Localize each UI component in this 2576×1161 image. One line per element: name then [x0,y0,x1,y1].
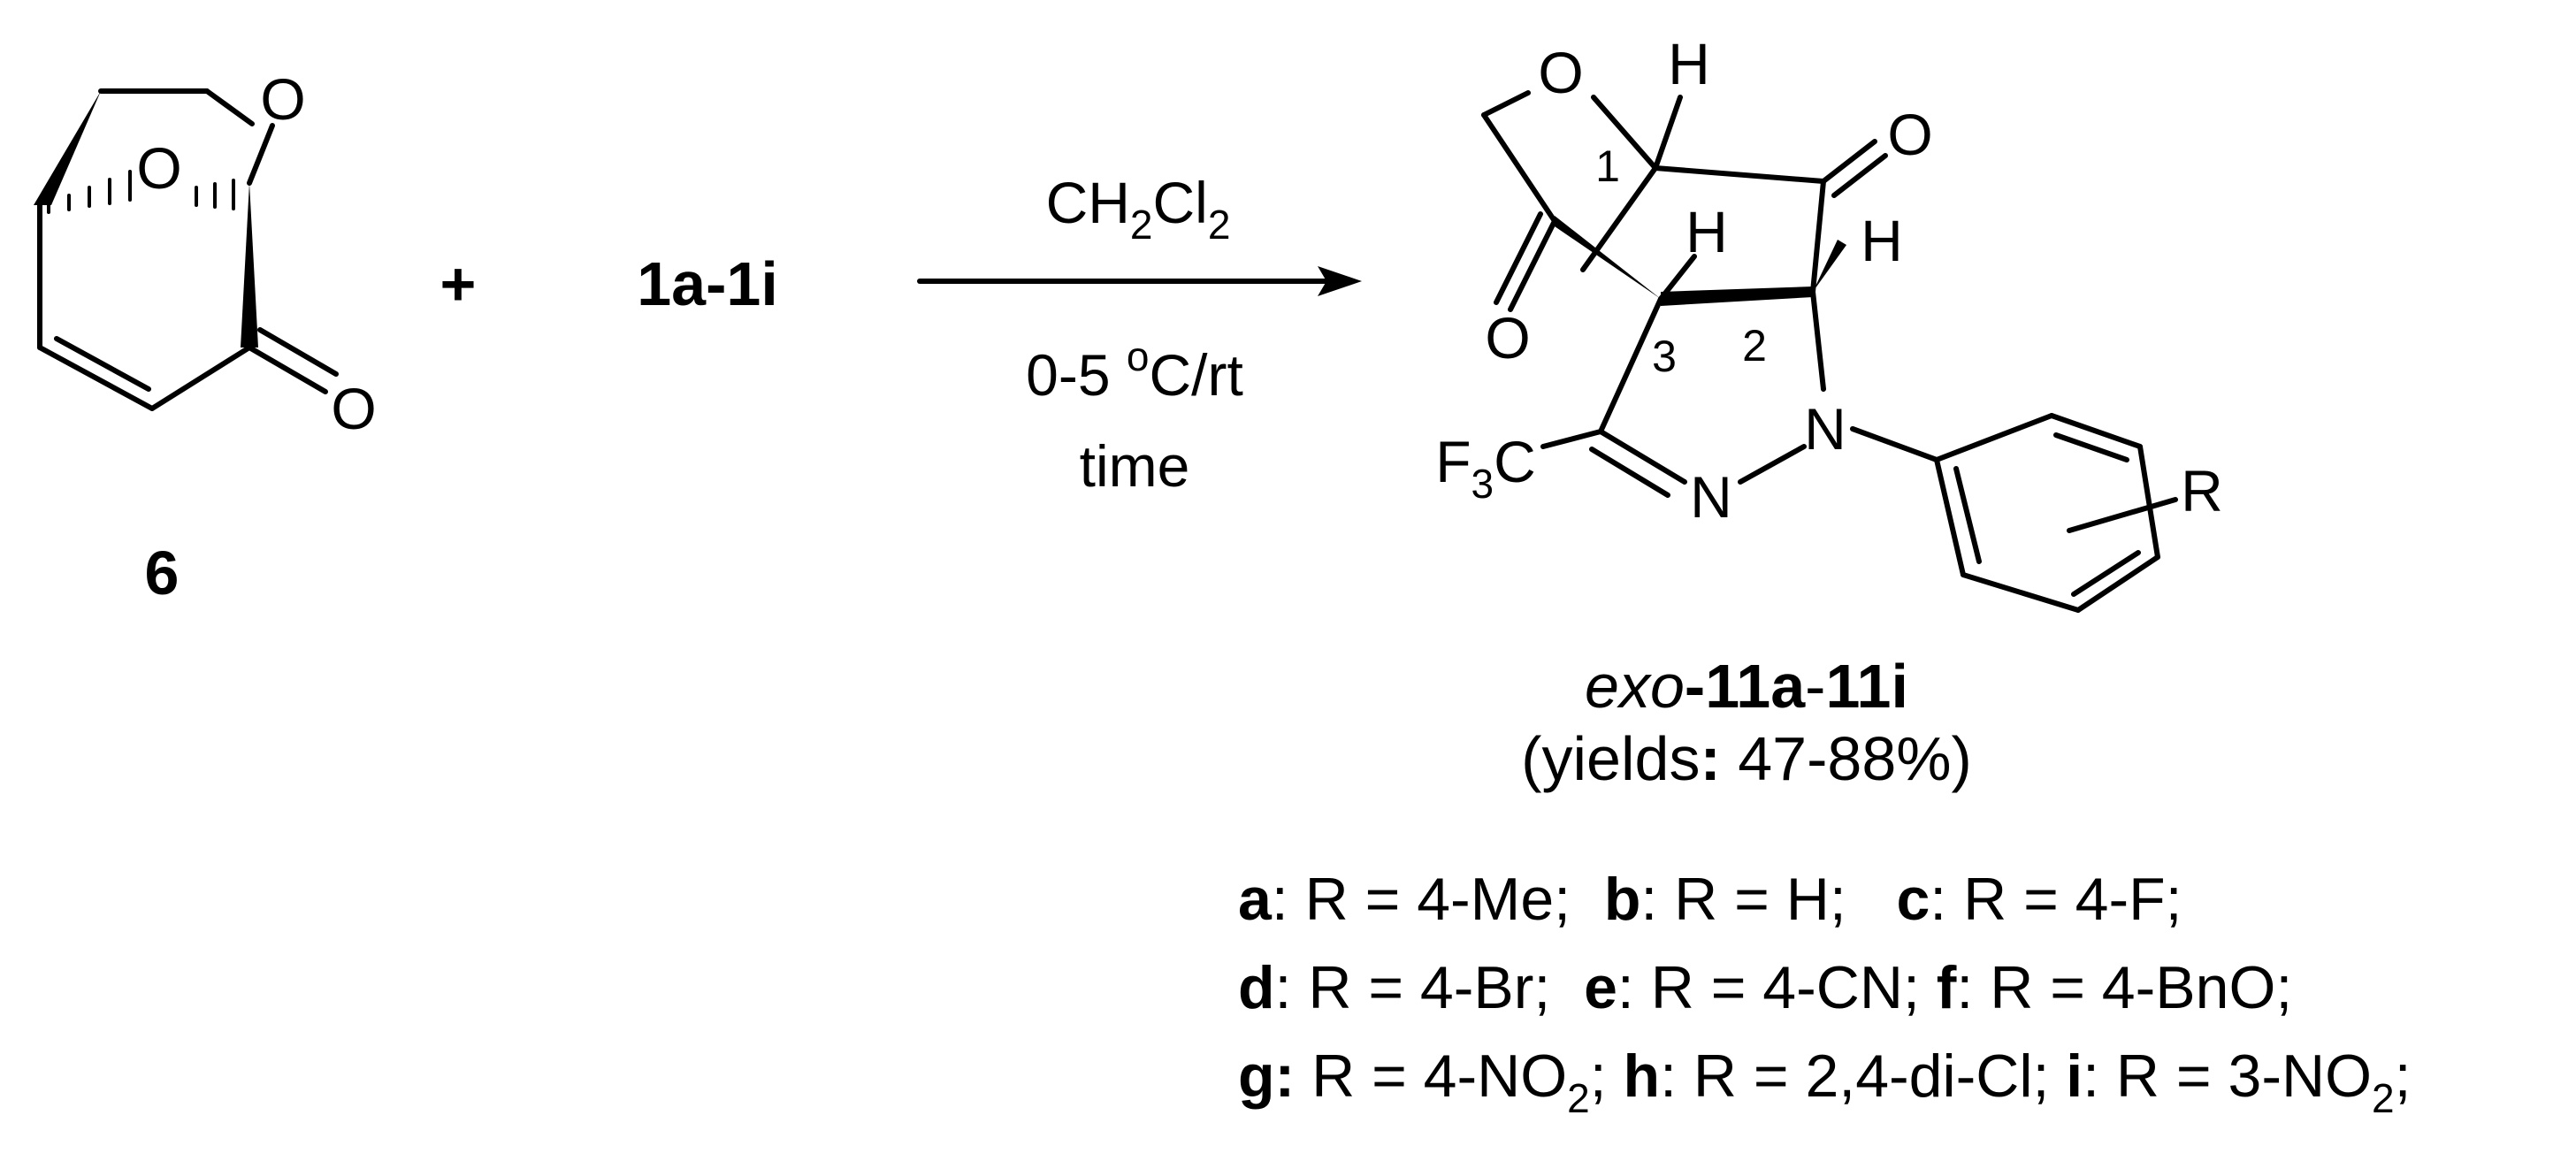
p-h3-atom: H [1685,199,1728,264]
product-name: exo-11a-11i [1585,652,1908,721]
c6-bond-c3-c2 [149,345,252,411]
p-cf3-group: F3C [1435,429,1536,507]
c6-bond-c2-o [247,345,328,394]
p-locant-2: 2 [1742,321,1767,370]
p-bond-c3-h3 [1658,254,1697,302]
solvent-label: CH2Cl2 [1046,170,1231,248]
p-o-ketone-right-atom: O [1887,102,1932,167]
plus-sign: + [440,249,477,318]
p-r-atom: R [2181,458,2223,523]
c6-bond-c2-o-second [257,327,339,377]
substituent-line-3: g: R = 4-NO2; h: R = 2,4-di-Cl; i: R = 3… [1238,1043,2412,1121]
p-n2-atom: N [1690,464,1732,530]
substituent-line-1: a: R = 4-Me; b: R = H; c: R = 4-F; [1238,866,2182,933]
c6-o-ketone-atom: O [331,376,376,441]
c6-bond-ch2-obridge [204,88,255,126]
p-bond-c1-h1 [1653,95,1683,171]
c6-o-ring-atom: O [136,135,181,201]
p-bond-n1-ph [1850,426,1939,462]
p-benzene-ring [1934,413,2160,613]
product-yield: (yields: 47-88%) [1521,724,1972,793]
reaction-arrow [917,266,1362,296]
c6-hash-c5-o [47,170,132,214]
temperature-label: 0-5 oC/rt [1026,333,1243,408]
compound-6-structure: O O O [34,66,377,441]
p-wedge-c3-c2 [1661,286,1813,306]
p-bond-cketone-o-second [1831,153,1888,198]
p-bond-n2-n1 [1738,444,1807,485]
p-h1-atom: H [1668,31,1710,96]
c6-bond-obridge-c1 [247,123,275,186]
p-wedge-c2-h2 [1813,240,1846,292]
p-bond-ccf3-cf3 [1540,429,1603,449]
c6-bond-c4-c3-inner [54,336,151,392]
p-bond-cleft-o [1508,218,1557,312]
c6-wedge-c1-c2 [241,183,258,348]
p-o-ketone-left-atom: O [1485,305,1530,370]
p-bond-cleft-o-second [1494,211,1543,305]
time-label: time [1080,433,1190,499]
p-o-ring-atom: O [1538,40,1583,105]
p-bond-ccf3-n2 [1598,429,1687,485]
p-h2-atom: H [1861,208,1903,273]
p-bond-oring-ch2 [1481,90,1531,118]
p-wedge-cleft-c3 [1555,216,1661,299]
p-bond-c3-ccf3 [1598,296,1663,434]
product-structure: O H O H H O N N F3C R 1 3 2 [1435,31,2223,613]
p-bond-oring-c1 [1591,95,1658,171]
c6-wedge-ch2 [34,91,101,205]
reagent-label: 1a-1i [637,249,778,318]
compound-6-label: 6 [145,538,180,607]
p-bond-ring-r [2067,497,2178,533]
p-bond-cketone-c2 [1810,179,1826,294]
p-bond-ch2-cleft [1481,112,1557,224]
c6-hash-o-c1 [195,179,235,210]
p-bond-c2-n1 [1810,289,1826,392]
c6-bond-c4-c3 [37,345,155,411]
c6-o-bridge-atom: O [260,66,305,132]
p-locant-3: 3 [1652,332,1677,381]
substituent-line-2: d: R = 4-Br; e: R = 4-CN; f: R = 4-BnO; [1238,954,2292,1021]
p-bond-c1-cketone [1653,165,1826,184]
p-bond-cketone-o [1821,139,1877,184]
p-n1-atom: N [1804,396,1846,462]
p-bond-ccf3-n2-second [1589,447,1670,498]
p-locant-1: 1 [1595,141,1620,191]
